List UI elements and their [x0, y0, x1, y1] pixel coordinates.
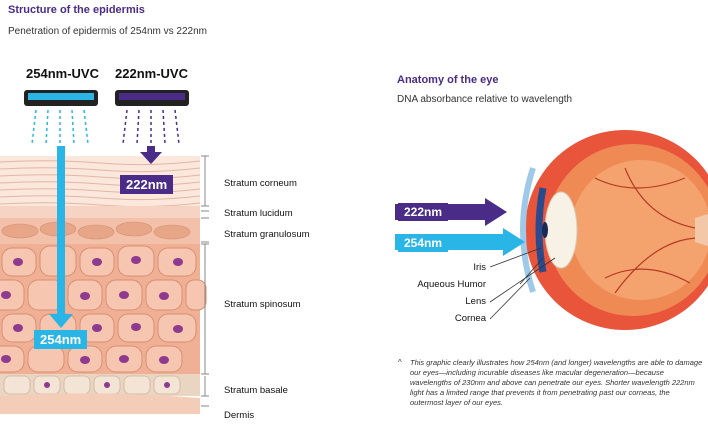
- label-stratum-spinosum: Stratum spinosum: [224, 299, 301, 310]
- eye-title: Anatomy of the eye: [397, 74, 498, 86]
- label-stratum-basale: Stratum basale: [224, 385, 288, 396]
- label-iris: Iris: [473, 262, 486, 273]
- label-stratum-corneum: Stratum corneum: [224, 178, 297, 189]
- epidermis-title: Structure of the epidermis: [8, 4, 145, 16]
- tag-222-eye: 222nm: [398, 203, 448, 221]
- epidermis-illustration: [0, 84, 215, 414]
- epidermis-subtitle: Penetration of epidermis of 254nm vs 222…: [8, 26, 207, 37]
- label-dermis: Dermis: [224, 410, 254, 421]
- label-lens: Lens: [465, 296, 486, 307]
- arrow-222-eye-head: [485, 198, 507, 226]
- stratum-lucidum-band: [0, 206, 200, 218]
- label-stratum-granulosum: Stratum granulosum: [224, 229, 310, 240]
- label-aqueous-humor: Aqueous Humor: [417, 279, 486, 290]
- tag-254-skin: 254nm: [34, 330, 87, 349]
- eye-caption: This graphic clearly illustrates how 254…: [410, 358, 704, 408]
- label-cornea: Cornea: [455, 313, 486, 324]
- label-stratum-lucidum: Stratum lucidum: [224, 208, 293, 219]
- lamp-254-label: 254nm-UVC: [26, 66, 99, 81]
- lens-shape: [545, 192, 577, 268]
- lamp-222-label: 222nm-UVC: [115, 66, 188, 81]
- arrow-254-shaft: [57, 146, 65, 316]
- dermis-band: [0, 393, 200, 414]
- tag-254-eye: 254nm: [398, 234, 448, 252]
- eye-subtitle: DNA absorbance relative to wavelength: [397, 94, 572, 105]
- tag-222-skin: 222nm: [120, 175, 173, 194]
- caret-up-icon: ^: [398, 358, 406, 367]
